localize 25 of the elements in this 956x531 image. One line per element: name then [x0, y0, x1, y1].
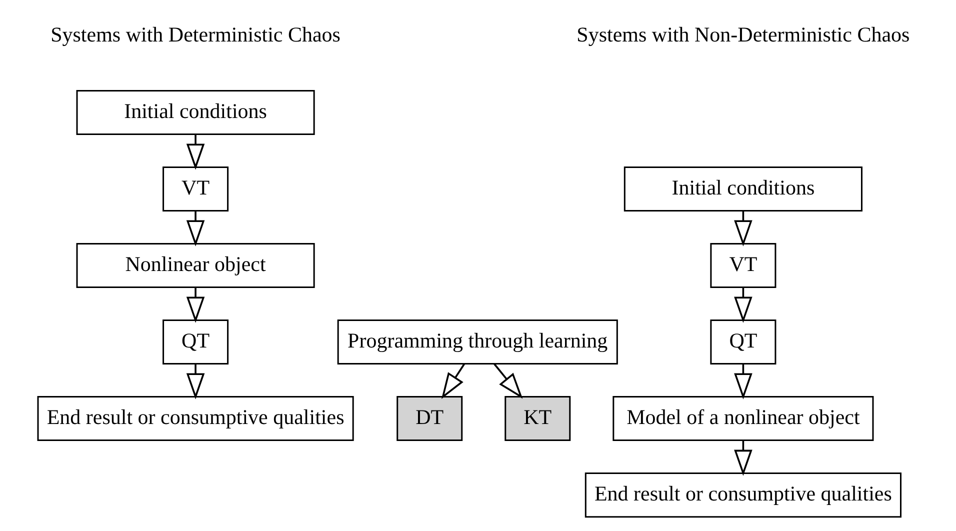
node-box: End result or consumptive qualities	[584, 472, 902, 518]
arrow	[734, 287, 752, 323]
node-box: Initial conditions	[624, 166, 862, 212]
arrow	[494, 363, 523, 399]
node-box: VT	[710, 243, 776, 288]
arrow	[186, 134, 205, 170]
node-box: Programming through learning	[337, 320, 618, 365]
arrow	[441, 364, 465, 399]
arrow	[734, 440, 752, 476]
node-box: QT	[710, 320, 776, 365]
arrow	[186, 210, 205, 246]
node-box: DT	[396, 396, 463, 442]
arrow	[186, 287, 205, 323]
node-box: QT	[162, 320, 229, 365]
arrow	[734, 210, 752, 246]
node-box: Initial conditions	[76, 90, 315, 135]
node-box: Model of a nonlinear object	[612, 396, 874, 442]
node-box: KT	[504, 396, 571, 442]
node-box: Nonlinear object	[76, 243, 315, 288]
label: Systems with Non-Deterministic Chaos	[576, 22, 910, 46]
node-box: End result or consumptive qualities	[37, 396, 354, 442]
node-box: VT	[162, 166, 229, 212]
arrow	[186, 364, 205, 400]
label: Systems with Deterministic Chaos	[50, 22, 340, 46]
arrow	[734, 364, 752, 400]
